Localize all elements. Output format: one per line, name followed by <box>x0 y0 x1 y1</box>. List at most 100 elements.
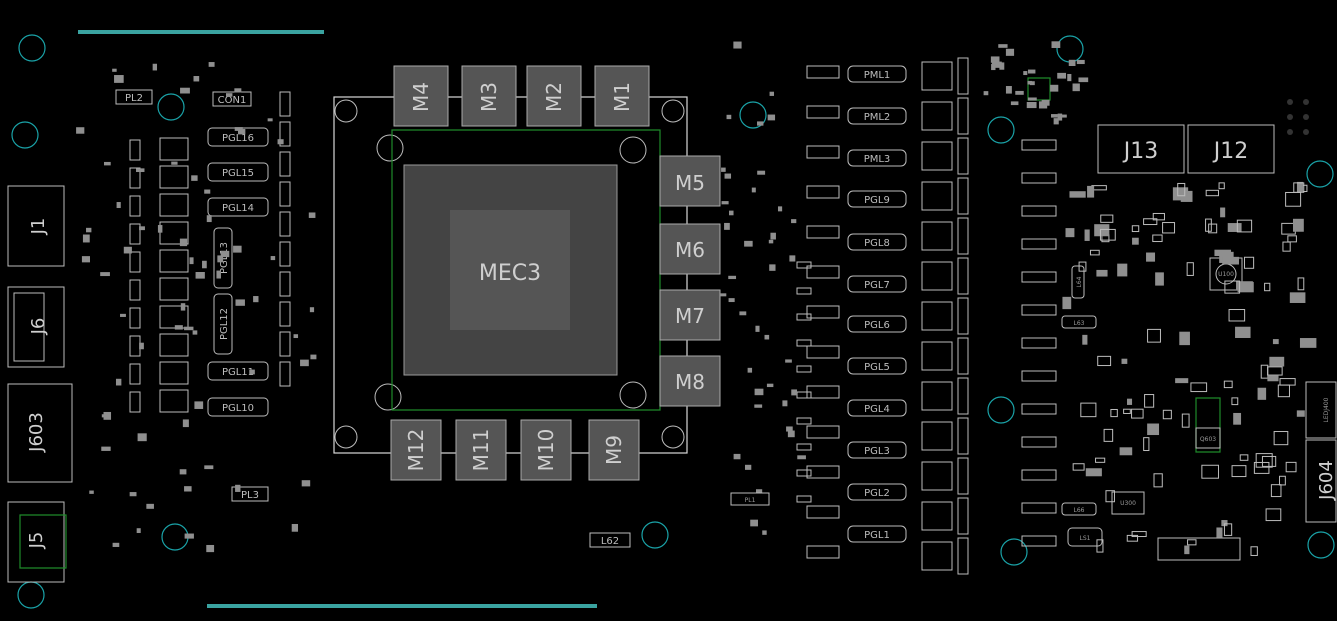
smd-component <box>796 469 812 477</box>
mem-m8: M8 <box>675 370 705 394</box>
smd-component <box>796 495 812 503</box>
smd-component <box>1021 502 1057 514</box>
conn-j13: J13 <box>1122 139 1158 164</box>
conn-j5: J5 <box>26 532 47 550</box>
smd-component <box>81 256 90 263</box>
smd-component <box>782 400 788 407</box>
label-l64: L64 <box>1076 276 1083 287</box>
smd-component <box>129 195 141 217</box>
smd-component <box>921 101 953 131</box>
smd-component <box>159 333 189 357</box>
smd-component <box>957 497 969 535</box>
smd-component <box>1117 263 1128 277</box>
smd-component <box>129 223 141 245</box>
smd-component <box>796 417 812 425</box>
smd-component <box>1143 437 1150 452</box>
smd-component <box>184 326 194 331</box>
pgl10: PGL10 <box>222 403 254 414</box>
smd-component <box>136 528 141 534</box>
smd-component <box>796 443 812 451</box>
smd-component <box>180 303 186 311</box>
smd-component <box>957 337 969 375</box>
pgl11: PGL11 <box>222 367 254 378</box>
smd-component <box>1069 191 1086 198</box>
smd-component <box>1162 409 1172 420</box>
smd-component <box>1110 408 1118 418</box>
smd-component <box>235 299 245 306</box>
smd-component <box>1021 370 1057 382</box>
label-l63: L63 <box>1074 320 1085 327</box>
smd-component <box>1131 225 1140 233</box>
smd-component <box>721 201 729 205</box>
smd-component <box>751 187 756 193</box>
smd-component <box>1068 59 1076 66</box>
pml1: PML1 <box>864 70 891 81</box>
dot-grid <box>1287 99 1309 135</box>
smd-component <box>1021 304 1057 316</box>
smd-component <box>789 255 796 262</box>
smd-component <box>129 335 141 357</box>
conn-j1: J1 <box>28 218 49 236</box>
smd-component <box>1132 237 1139 245</box>
smd-component <box>1223 523 1233 536</box>
pgl2: PGL2 <box>864 488 890 499</box>
smd-component <box>152 63 158 71</box>
smd-component <box>1051 114 1058 118</box>
smd-component <box>957 417 969 455</box>
smd-component <box>921 421 953 451</box>
pgl14: PGL14 <box>222 203 254 214</box>
smd-component <box>234 88 242 93</box>
smd-component <box>990 56 1000 63</box>
pml2: PML2 <box>864 112 891 123</box>
smd-component <box>1267 366 1283 376</box>
mem-m9: M9 <box>602 435 626 465</box>
smd-component <box>137 433 147 442</box>
smd-component <box>1095 457 1106 463</box>
smd-component <box>1285 461 1297 473</box>
smd-component <box>279 331 291 357</box>
smd-component <box>179 238 188 247</box>
mem-m1: M1 <box>610 82 634 112</box>
pgl12: PGL12 <box>219 308 230 340</box>
smd-component <box>237 128 246 135</box>
mem-m11: M11 <box>469 429 493 472</box>
pgl16: PGL16 <box>222 133 254 144</box>
smd-component <box>1097 355 1112 367</box>
smd-component <box>1297 277 1305 291</box>
smd-component <box>300 359 309 367</box>
smd-component <box>1005 86 1012 94</box>
smd-component <box>1067 73 1072 82</box>
smd-component <box>1265 508 1282 522</box>
smd-component <box>1076 59 1085 65</box>
smd-component <box>1062 296 1072 310</box>
smd-component <box>1201 464 1219 479</box>
smd-component <box>1147 328 1161 343</box>
smd-component <box>309 307 315 313</box>
smd-component <box>204 465 214 470</box>
smd-component <box>129 307 141 329</box>
smd-component <box>1269 356 1285 367</box>
smd-component <box>1021 337 1057 349</box>
smd-component <box>1021 469 1057 481</box>
smd-component <box>1100 214 1114 223</box>
pgl1: PGL1 <box>864 530 890 541</box>
smd-component <box>796 261 812 269</box>
smd-component <box>796 287 812 295</box>
smd-component <box>1131 408 1144 419</box>
smd-component <box>991 64 996 71</box>
smd-component <box>129 279 141 301</box>
smd-component <box>755 489 763 493</box>
smd-component <box>1084 229 1090 241</box>
smd-component <box>806 545 840 559</box>
smd-component <box>1175 378 1189 384</box>
smd-component <box>159 249 189 273</box>
smd-component <box>769 264 776 271</box>
smd-component <box>1021 238 1057 250</box>
smd-component <box>1057 72 1067 79</box>
smd-component <box>226 93 233 97</box>
smd-component <box>120 313 126 317</box>
smd-component <box>1257 387 1267 400</box>
smd-component <box>1296 181 1304 193</box>
smd-component <box>1177 182 1186 197</box>
smd-component <box>1041 99 1050 106</box>
